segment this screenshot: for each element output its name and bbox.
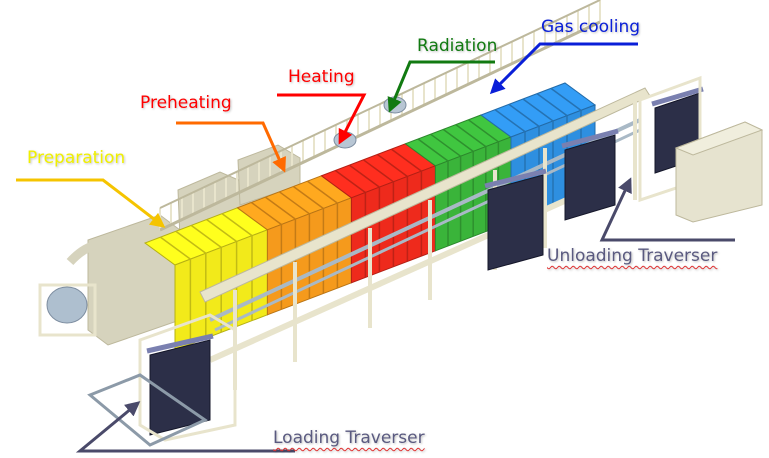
zone-fin bbox=[442, 128, 474, 153]
zone-fin bbox=[376, 153, 408, 178]
leader-lines bbox=[16, 42, 735, 453]
front-structure bbox=[87, 75, 764, 447]
leader-heating bbox=[277, 93, 367, 145]
rack-hanger bbox=[146, 333, 214, 354]
zone-fin bbox=[250, 201, 282, 226]
zone-fin bbox=[175, 230, 207, 254]
pump-motor bbox=[46, 286, 88, 324]
zone-fin bbox=[390, 148, 422, 172]
railing-top bbox=[159, 0, 601, 209]
duct-pipe bbox=[66, 235, 151, 266]
pump-frame bbox=[38, 283, 97, 337]
label-preparation: Preparation bbox=[27, 148, 126, 168]
zone-fin bbox=[292, 185, 324, 210]
zone-fin bbox=[221, 213, 253, 237]
leader-gas-cooling bbox=[489, 42, 638, 95]
workpiece-rack bbox=[487, 174, 544, 271]
workpiece-rack bbox=[564, 134, 616, 221]
rack-hanger bbox=[484, 168, 547, 189]
zone-fin bbox=[494, 109, 526, 133]
zone-fin bbox=[159, 236, 191, 260]
cabinet-top bbox=[674, 121, 764, 156]
label-radiation: Radiation bbox=[417, 36, 498, 56]
label-gas-cooling: Gas cooling bbox=[541, 17, 641, 37]
rack-hanger bbox=[561, 128, 619, 149]
zone-fin bbox=[550, 87, 582, 111]
zone-fin bbox=[536, 93, 568, 117]
leader-preheating bbox=[176, 121, 286, 173]
zone-fin bbox=[508, 103, 540, 127]
zone-fin bbox=[430, 133, 462, 157]
leader-radiation bbox=[387, 60, 495, 113]
zone-fin bbox=[362, 159, 394, 183]
zone-fin bbox=[467, 119, 499, 143]
label-heating: Heating bbox=[288, 67, 355, 87]
zone-fin bbox=[306, 180, 338, 204]
zone-fin bbox=[334, 169, 366, 194]
zone-fin bbox=[522, 98, 554, 122]
leader-loading bbox=[75, 401, 295, 453]
label-preheating: Preheating bbox=[140, 93, 232, 113]
zone-fin bbox=[264, 196, 296, 220]
workpiece-rack bbox=[149, 339, 211, 436]
leader-preparation bbox=[16, 178, 166, 228]
zone-fin bbox=[278, 191, 310, 215]
label-unloading-traverser: Unloading Traverser bbox=[547, 246, 718, 266]
zone-fin bbox=[206, 218, 238, 243]
zone-fin bbox=[190, 224, 222, 249]
loading-traverser-frame bbox=[138, 313, 237, 442]
rack-hanger bbox=[651, 86, 704, 107]
zone-fin bbox=[348, 164, 380, 188]
zone-fin bbox=[417, 138, 449, 162]
leader-unloading bbox=[599, 177, 735, 242]
loading-traverser-base bbox=[87, 373, 209, 447]
zone-fin bbox=[455, 123, 487, 148]
label-loading-traverser: Loading Traverser bbox=[273, 428, 425, 448]
